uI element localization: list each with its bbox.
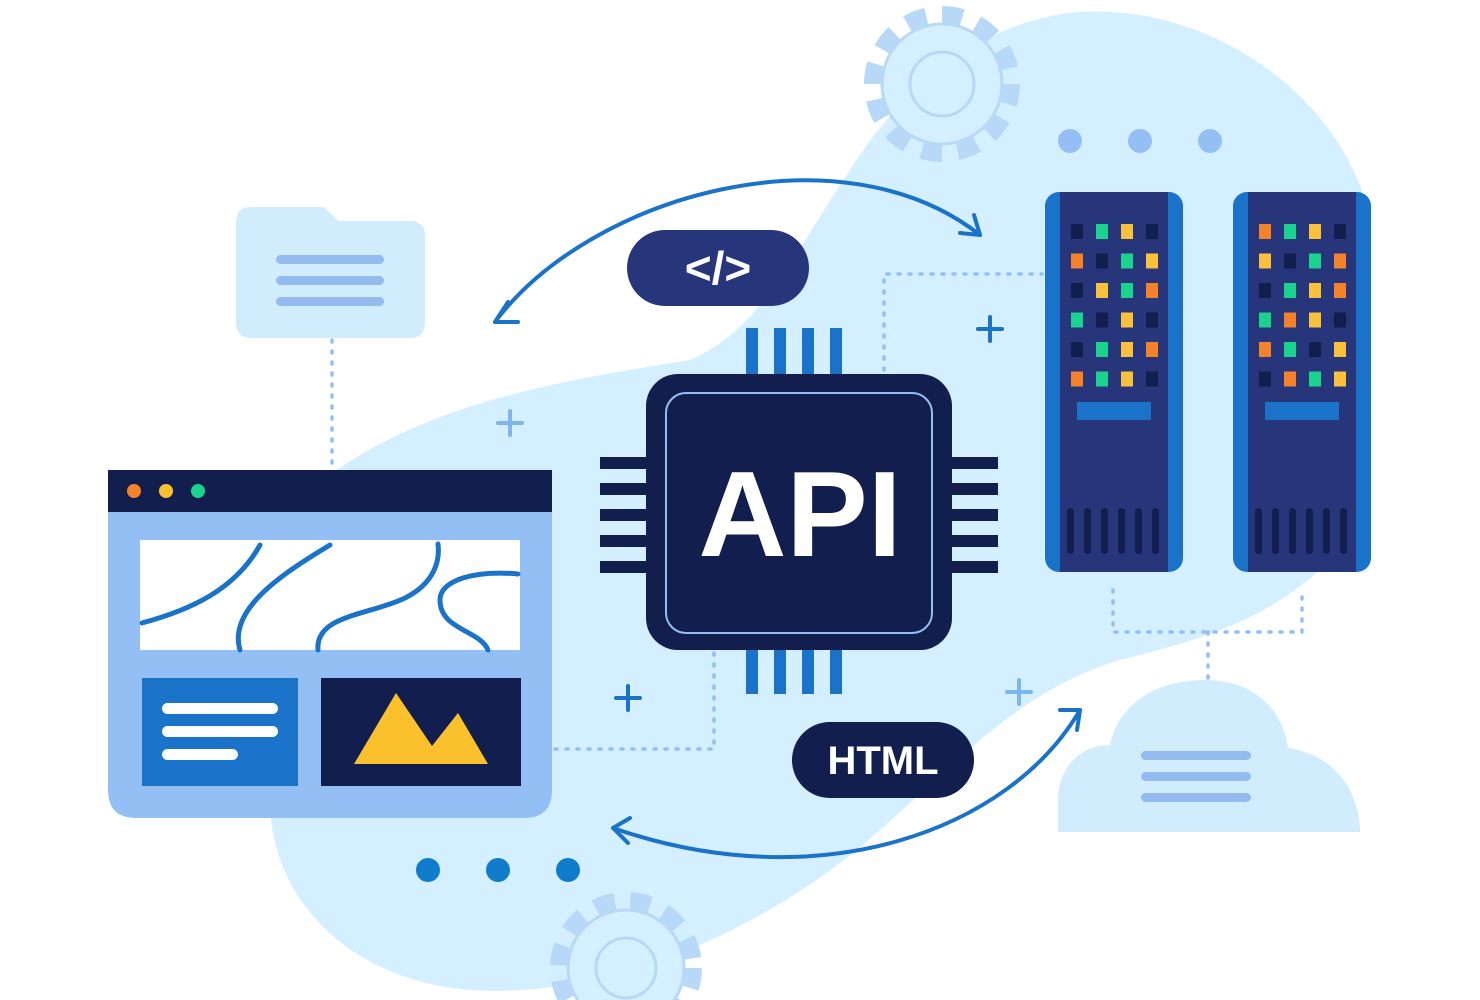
server-vent xyxy=(1289,508,1296,554)
pagination-dots-bottom xyxy=(416,858,580,882)
server-vent xyxy=(1152,508,1159,554)
server-led xyxy=(1121,371,1133,387)
server-led xyxy=(1146,224,1158,239)
code-tag-badge: </> xyxy=(627,230,809,306)
html-tag-badge: HTML xyxy=(792,722,974,798)
server-led xyxy=(1071,283,1083,298)
sync-arrow-icon xyxy=(611,708,1082,860)
gear-icon xyxy=(550,892,702,1000)
browser-title-bar xyxy=(108,470,552,512)
sync-arrow-icon xyxy=(493,178,982,324)
server-led xyxy=(1146,371,1158,387)
server-rack-icon xyxy=(1045,192,1183,572)
server-led xyxy=(1146,312,1158,328)
server-led xyxy=(1334,253,1346,269)
server-led xyxy=(1334,342,1346,357)
code-tag-label: </> xyxy=(685,242,752,294)
cloud-icon xyxy=(1058,680,1360,832)
dotted-connectors xyxy=(330,272,1304,751)
server-led xyxy=(1284,312,1296,328)
server-led xyxy=(1334,283,1346,298)
server-led xyxy=(1284,224,1296,239)
window-dot-yellow xyxy=(159,484,173,498)
server-vent xyxy=(1306,508,1313,554)
browser-map-panel xyxy=(140,540,520,650)
server-rack-icon xyxy=(1233,192,1371,572)
server-vent xyxy=(1101,508,1108,554)
server-led xyxy=(1121,224,1133,239)
server-led xyxy=(1259,283,1271,298)
server-led xyxy=(1096,371,1108,387)
server-led xyxy=(1096,283,1108,298)
server-led xyxy=(1121,312,1133,328)
html-tag-label: HTML xyxy=(827,739,938,783)
window-dot-red xyxy=(127,484,141,498)
server-vent xyxy=(1255,508,1262,554)
folder-icon xyxy=(236,207,425,338)
server-led xyxy=(1146,283,1158,298)
window-dot-green xyxy=(191,484,205,498)
server-led xyxy=(1284,253,1296,269)
server-led xyxy=(1121,283,1133,298)
server-led xyxy=(1259,371,1271,387)
server-led xyxy=(1309,253,1321,269)
server-led xyxy=(1309,312,1321,328)
server-led xyxy=(1096,253,1108,269)
server-led xyxy=(1309,224,1321,239)
server-led xyxy=(1071,224,1083,239)
server-vent xyxy=(1084,508,1091,554)
server-led xyxy=(1259,224,1271,239)
browser-window-icon xyxy=(108,470,552,818)
server-led xyxy=(1121,253,1133,269)
chip-icon: API xyxy=(600,328,998,694)
server-led xyxy=(1309,342,1321,357)
server-led xyxy=(1121,342,1133,357)
server-led xyxy=(1334,224,1346,239)
server-led xyxy=(1146,253,1158,269)
plus-icon xyxy=(614,315,1004,712)
server-led xyxy=(1259,342,1271,357)
server-led xyxy=(1096,342,1108,357)
server-vent xyxy=(1135,508,1142,554)
server-led xyxy=(1096,312,1108,328)
pagination-dots-top xyxy=(1058,129,1222,153)
server-led xyxy=(1284,283,1296,298)
gear-icon xyxy=(864,6,1020,162)
server-led xyxy=(1309,283,1321,298)
server-vent xyxy=(1323,508,1330,554)
server-led xyxy=(1284,371,1296,387)
server-vent xyxy=(1118,508,1125,554)
server-led xyxy=(1096,224,1108,239)
server-led xyxy=(1309,371,1321,387)
server-led xyxy=(1284,342,1296,357)
server-vent xyxy=(1067,508,1074,554)
server-led xyxy=(1334,371,1346,387)
server-vent xyxy=(1272,508,1279,554)
server-led xyxy=(1146,342,1158,357)
server-led xyxy=(1334,312,1346,328)
server-led xyxy=(1071,312,1083,328)
server-vent xyxy=(1340,508,1347,554)
chip-label: API xyxy=(698,446,901,582)
server-led xyxy=(1259,253,1271,269)
server-led xyxy=(1259,312,1271,328)
plus-icon xyxy=(496,409,1033,706)
server-led xyxy=(1071,253,1083,269)
server-led xyxy=(1071,371,1083,387)
server-led xyxy=(1071,342,1083,357)
